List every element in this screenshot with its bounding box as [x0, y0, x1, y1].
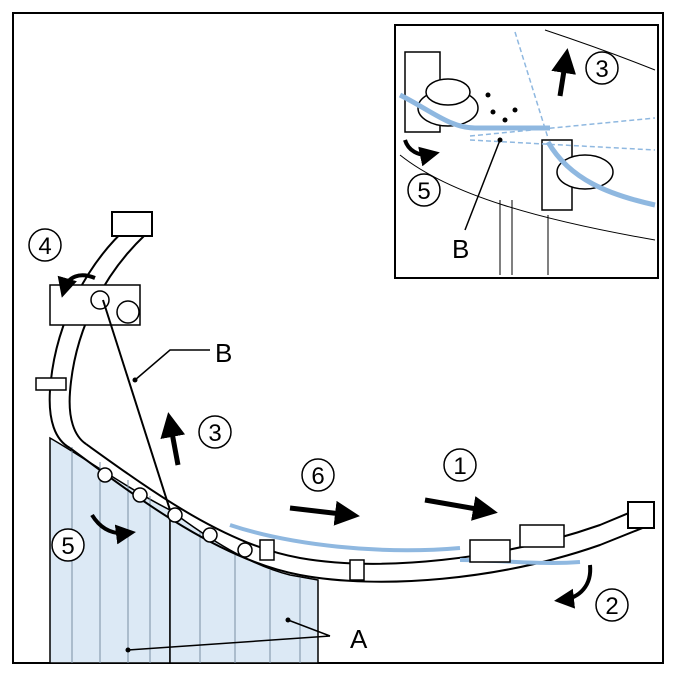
step-1-marker: 1 [424, 448, 498, 521]
svg-text:3: 3 [208, 420, 221, 447]
outer-frame [12, 12, 664, 664]
svg-text:5: 5 [61, 533, 74, 560]
rotate-arrow-icon [403, 139, 440, 167]
right-arrow-icon [424, 496, 498, 521]
step-5-marker: 5 [51, 513, 136, 562]
svg-text:A: A [350, 624, 368, 654]
rotate-arrow-icon [554, 564, 593, 609]
right-arrow-icon [289, 500, 360, 526]
door-panel-label: A [125, 617, 368, 654]
rotate-arrow-icon [90, 513, 136, 545]
belt-label-main: B [132, 338, 232, 383]
svg-text:6: 6 [311, 463, 324, 490]
up-arrow-icon [551, 48, 577, 97]
svg-text:B: B [452, 234, 469, 264]
svg-text:1: 1 [453, 453, 466, 480]
step-6-marker: 6 [289, 458, 360, 526]
up-arrow-icon [160, 412, 186, 466]
curved-rail [35, 211, 655, 583]
svg-text:B: B [215, 338, 232, 368]
step-2-marker: 2 [554, 564, 629, 622]
rotate-arrow-icon [57, 273, 96, 298]
step-3-marker: 3 [160, 412, 232, 466]
svg-text:3: 3 [595, 56, 608, 83]
svg-text:4: 4 [38, 233, 51, 260]
detail-inset: 3 5 B [394, 24, 659, 279]
belt-line [102, 299, 171, 511]
svg-text:2: 2 [605, 593, 618, 620]
step-4-marker: 4 [28, 228, 96, 298]
svg-text:5: 5 [417, 178, 430, 205]
door-panels [49, 436, 319, 664]
